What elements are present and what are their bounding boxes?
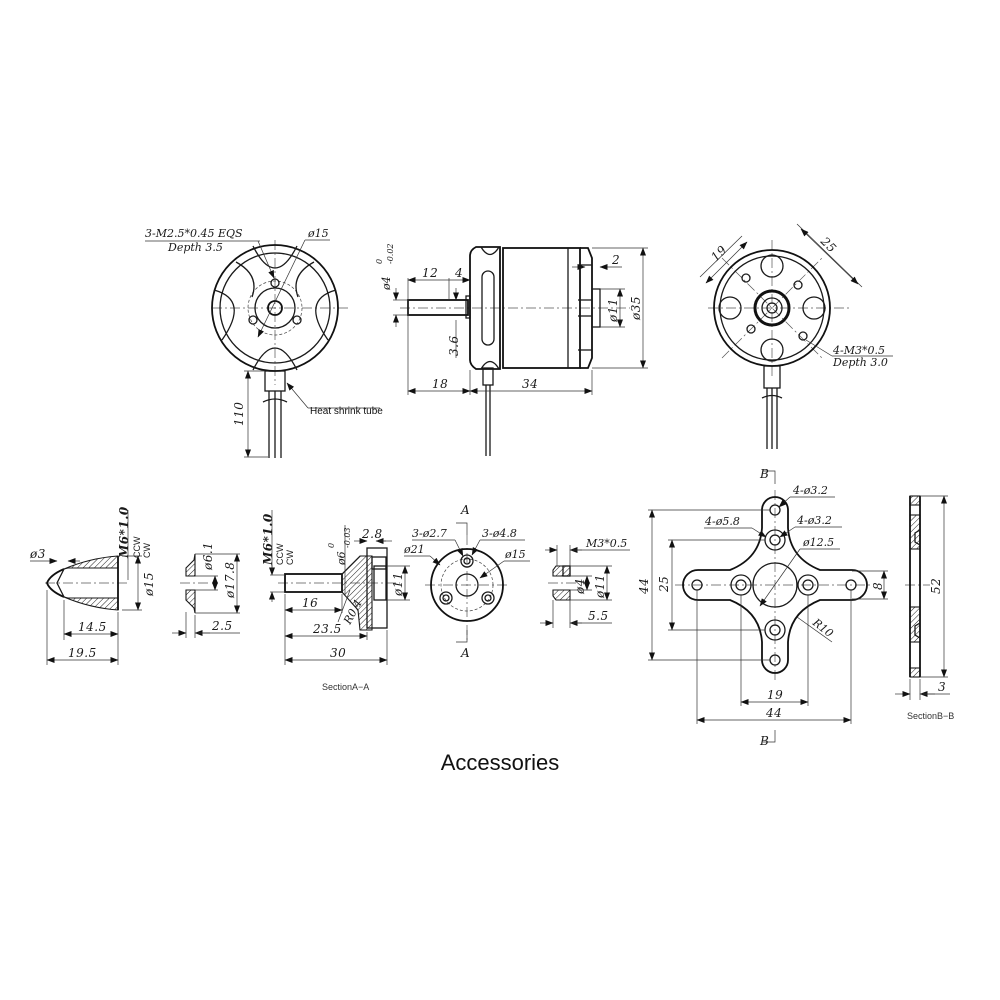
adapter-2-8: 2.8 [361, 527, 383, 541]
spinner-thread: M6*1.0 [117, 506, 131, 559]
adapter-cw: CW [285, 550, 295, 565]
rear-dim-25: 25 [817, 234, 839, 256]
hole-note-1: 4-ø3.2 [792, 484, 828, 497]
adapter-thread: M6*1.0 [261, 513, 275, 566]
washer-d6-1: ø6.1 [201, 542, 215, 571]
section-b-52: 52 [929, 578, 943, 594]
nut-d11: ø11 [593, 574, 607, 599]
adapter-tol-lower: -0.03 [343, 527, 352, 548]
mount-dim-8: 8 [871, 582, 885, 590]
spinner-d15: ø15 [142, 572, 156, 597]
hole-note-2: 4-ø5.8 [704, 515, 740, 528]
lead-length-dim: 110 [232, 402, 246, 426]
dim-d12-5: ø12.5 [802, 536, 834, 549]
spinner-ccw: CCW [132, 536, 142, 558]
section-a-mark-bottom: A [460, 646, 470, 660]
mount-dim-44-h: 44 [765, 706, 782, 720]
section-a-mark-top: A [460, 503, 470, 517]
adapter-holes-small: 3-ø2.7 [412, 527, 447, 540]
nut-5-5: 5.5 [588, 609, 609, 623]
dim-12: 12 [422, 266, 438, 280]
nut-thread: M3*0.5 [585, 537, 627, 550]
hole-note-3: 4-ø3.2 [796, 514, 832, 527]
rear-dim-19: 19 [708, 243, 729, 264]
washer-2-5: 2.5 [211, 619, 233, 633]
section-b-mark-bottom: B [759, 734, 769, 748]
adapter-d11: ø11 [391, 572, 405, 597]
adapter-23-5: 23.5 [312, 622, 342, 636]
dim-2: 2 [611, 253, 620, 267]
mount-dim-19: 19 [767, 688, 783, 702]
adapter-30: 30 [330, 646, 346, 660]
heat-shrink-label: Heat shrink tube [310, 406, 383, 417]
rear-thread-depth: Depth 3.0 [832, 356, 888, 369]
dim-3-6: 3.6 [447, 335, 461, 356]
nut-drawing: M3*0.5 ø4 ø11 5.5 [540, 537, 630, 628]
accessories-title: Accessories [440, 750, 560, 775]
dim-34: 34 [522, 377, 538, 391]
adapter-d6: ø6 [335, 551, 348, 566]
dim-18: 18 [432, 377, 448, 391]
motor-rear-view: 19 25 4-M3*0.5 Depth 3.0 [699, 223, 893, 449]
spinner-19-5: 19.5 [68, 646, 97, 660]
dim-4: 4 [454, 266, 463, 280]
section-b-mark-top: B [759, 467, 769, 481]
thread-depth-front: Depth 3.5 [167, 241, 223, 254]
section-b-3: 3 [938, 680, 946, 694]
spinner-d3: ø3 [29, 547, 46, 561]
adapter-16: 16 [302, 596, 318, 610]
adapter-front-view: A A 3-ø2.7 3-ø4.8 ø21 ø15 [403, 503, 530, 660]
spinner-14-5: 14.5 [78, 620, 107, 634]
nut-d4: ø4 [573, 578, 587, 595]
adapter-ccw: CCW [275, 543, 285, 565]
spinner-cw: CW [142, 543, 152, 558]
shaft-tol-lower: -0.02 [386, 243, 395, 264]
washer-drawing: ø6.1 ø17.8 2.5 [172, 542, 240, 638]
motor-side-view: 12 4 3.6 ø4 0 -0.02 18 34 ø35 ø11 2 [375, 243, 648, 456]
motor-front-view: 110 3-M2.5*0.45 EQS Depth 3.5 ø15 Heat s… [145, 227, 383, 458]
rear-thread-note: 4-M3*0.5 [832, 344, 885, 357]
washer-d17-8: ø17.8 [223, 562, 237, 599]
adapter-tol-upper: 0 [327, 543, 336, 548]
prop-adapter-section: M6*1.0 CCW CW ø6 0 -0.03 2.8 ø11 16 R0.4… [261, 510, 410, 692]
dim-d35: ø35 [629, 296, 643, 321]
section-b-caption: SectionB−B [907, 711, 954, 721]
adapter-holes-large: 3-ø4.8 [482, 527, 517, 540]
spinner-drawing: ø15 M6*1.0 CCW CW ø3 14.5 19.5 [29, 506, 156, 665]
mount-dim-25: 25 [657, 576, 671, 593]
front-dia-label: ø15 [307, 227, 329, 240]
cross-mount-drawing: B B 4-ø3.2 4-ø5.8 4-ø3.2 ø12.5 44 25 8 R… [637, 467, 888, 748]
dim-d11: ø11 [606, 298, 620, 323]
section-b-drawing: 52 3 SectionB−B [895, 495, 954, 721]
shaft-tol-upper: 0 [375, 259, 384, 264]
adapter-d21: ø21 [403, 543, 425, 556]
section-a-caption: SectionA−A [322, 682, 369, 692]
shaft-dia: ø4 [380, 276, 393, 291]
mount-dim-r10: R10 [809, 616, 835, 641]
adapter-d15: ø15 [504, 548, 526, 561]
mount-dim-44-v: 44 [637, 578, 651, 595]
thread-note-front: 3-M2.5*0.45 EQS [145, 227, 243, 240]
